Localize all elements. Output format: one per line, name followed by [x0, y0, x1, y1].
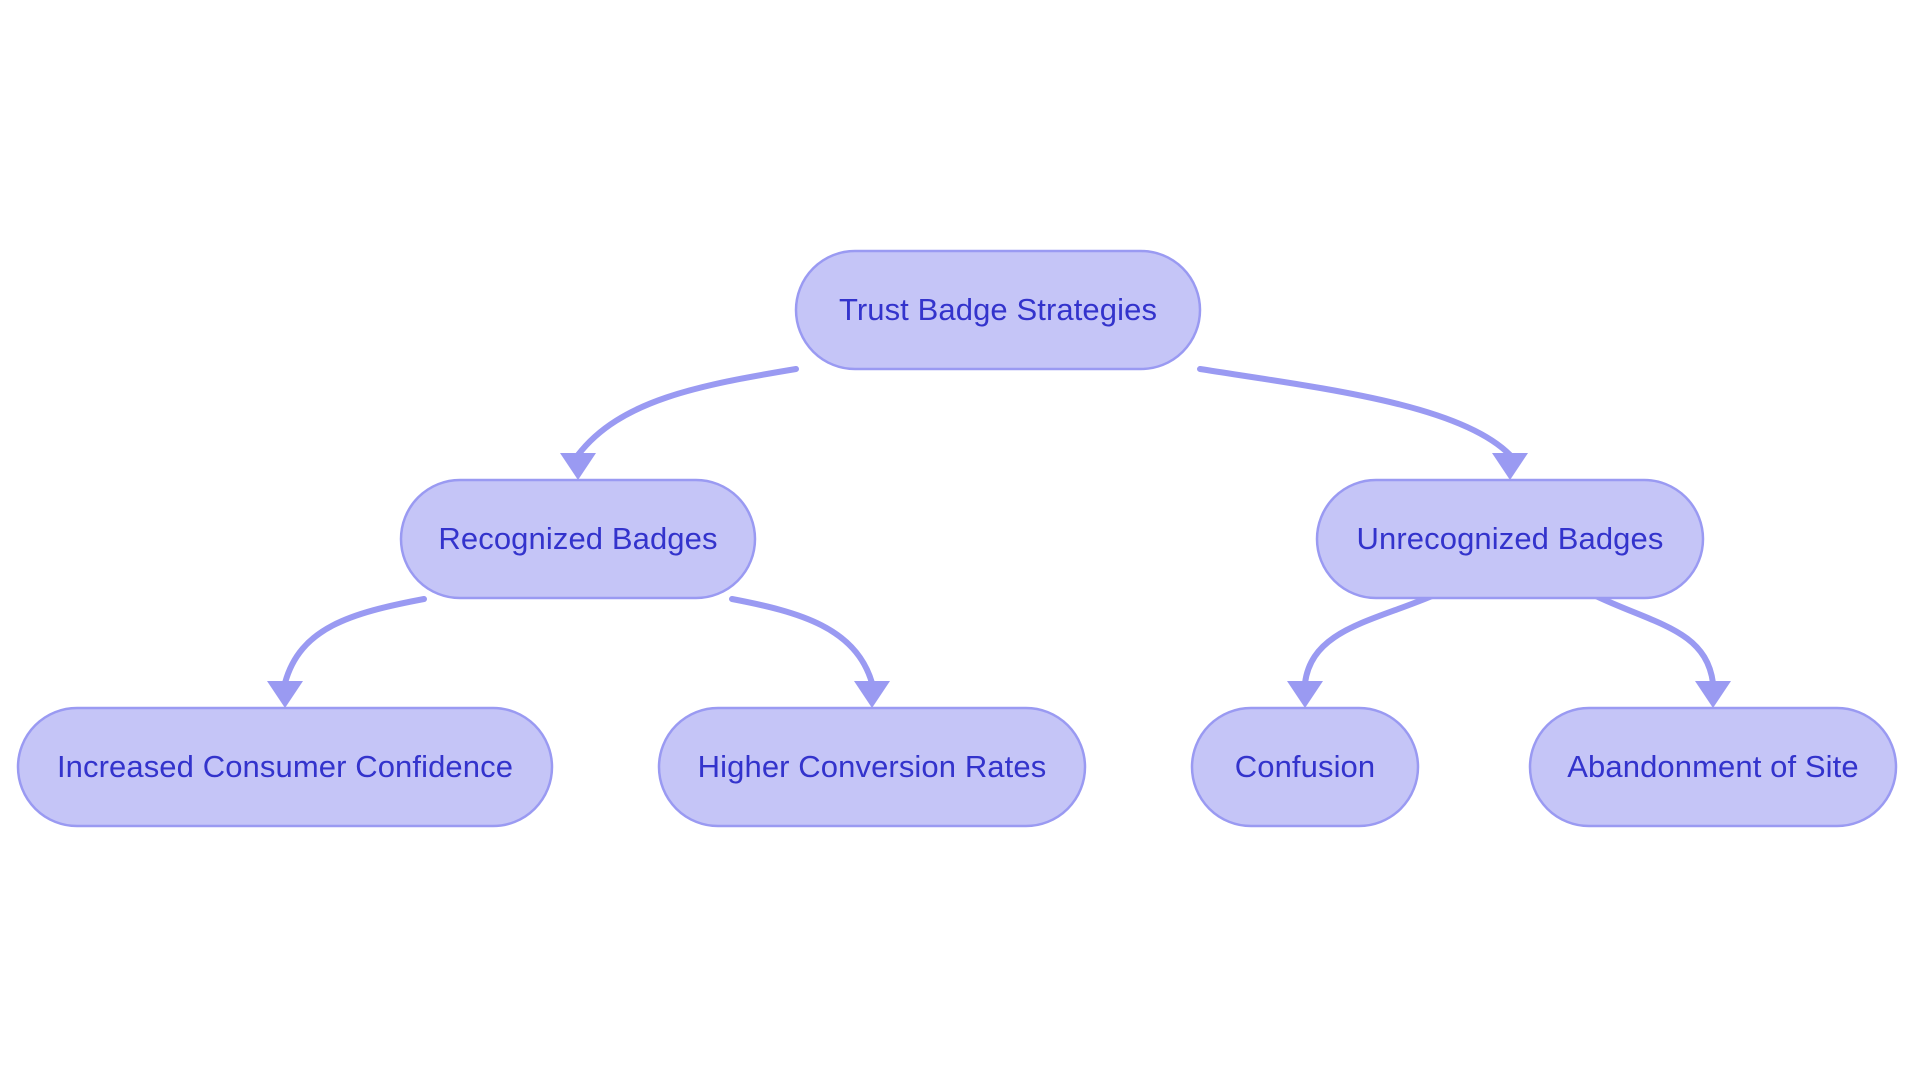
- edge-root-unrecognized[interactable]: [1197, 366, 1528, 480]
- node-abandonment-of-site-label: Abandonment of Site: [1567, 749, 1858, 784]
- edge-unrecognized-abandonment-arrowhead: [1695, 681, 1731, 708]
- node-higher-conversion-rates-shape: [657, 706, 1087, 828]
- edge-recognized-conversion-arrowhead: [854, 681, 890, 708]
- node-higher-conversion-rates[interactable]: Higher Conversion Rates: [657, 706, 1087, 828]
- edge-unrecognized-confusion[interactable]: [1287, 593, 1435, 708]
- node-abandonment-of-site[interactable]: Abandonment of Site: [1528, 706, 1898, 828]
- edge-layer: [267, 366, 1731, 708]
- node-unrecognized-badges-label: Unrecognized Badges: [1357, 521, 1664, 556]
- edge-unrecognized-confusion-path: [1302, 593, 1435, 686]
- edge-recognized-conversion-path: [729, 596, 875, 686]
- edge-unrecognized-abandonment[interactable]: [1593, 593, 1731, 708]
- edge-unrecognized-confusion-arrowhead: [1287, 681, 1323, 708]
- node-recognized-badges-label: Recognized Badges: [438, 521, 717, 556]
- edge-root-unrecognized-arrowhead: [1492, 453, 1528, 480]
- edge-unrecognized-abandonment-path: [1593, 593, 1716, 686]
- node-increased-consumer-confidence[interactable]: Increased Consumer Confidence: [16, 706, 554, 828]
- node-increased-consumer-confidence-shape: [16, 706, 554, 828]
- node-unrecognized-badges[interactable]: Unrecognized Badges: [1315, 478, 1705, 600]
- edge-root-unrecognized-path: [1197, 366, 1513, 458]
- edge-recognized-confidence[interactable]: [267, 596, 427, 708]
- edge-root-recognized[interactable]: [560, 366, 799, 480]
- edge-root-recognized-arrowhead: [560, 453, 596, 480]
- node-confusion-label: Confusion: [1235, 749, 1376, 784]
- node-unrecognized-badges-shape: [1315, 478, 1705, 600]
- node-trust-badge-strategies[interactable]: Trust Badge Strategies: [794, 249, 1202, 371]
- node-increased-consumer-confidence-label: Increased Consumer Confidence: [57, 749, 513, 784]
- node-abandonment-of-site-shape: [1528, 706, 1898, 828]
- edge-recognized-conversion[interactable]: [729, 596, 890, 708]
- node-higher-conversion-rates-label: Higher Conversion Rates: [698, 749, 1047, 784]
- edge-recognized-confidence-path: [282, 596, 427, 686]
- edge-root-recognized-path: [575, 366, 799, 458]
- node-confusion-shape: [1190, 706, 1420, 828]
- node-trust-badge-strategies-shape: [794, 249, 1202, 371]
- node-trust-badge-strategies-label: Trust Badge Strategies: [839, 292, 1157, 327]
- node-layer: Trust Badge Strategies Recognized Badges…: [16, 249, 1898, 828]
- node-recognized-badges[interactable]: Recognized Badges: [399, 478, 757, 600]
- edge-recognized-confidence-arrowhead: [267, 681, 303, 708]
- node-recognized-badges-shape: [399, 478, 757, 600]
- node-confusion[interactable]: Confusion: [1190, 706, 1420, 828]
